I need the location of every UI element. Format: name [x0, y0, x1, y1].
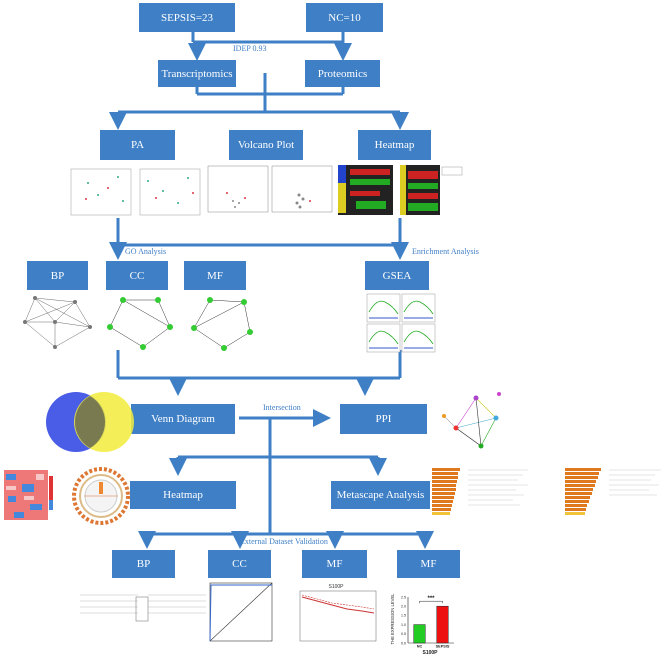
bp-bottom-box: BP: [112, 550, 175, 578]
pa-box: PA: [100, 130, 175, 160]
gsea-box: GSEA: [365, 261, 429, 290]
cc-top-box: CC: [106, 261, 168, 290]
heatmap-top-box: Heatmap: [358, 130, 431, 160]
expression-bar-chart: THE EXPRESSION LEVEL S100P *** 0.0 0.5 1.0…: [390, 593, 454, 656]
pca-plots-figure: [70, 168, 201, 216]
bar-chart-ytick: 1.0: [401, 623, 406, 627]
metascape-bars-figure-2: [565, 468, 661, 515]
idep-label: IDEP 0.93: [233, 44, 267, 53]
cc-bottom-box: CC: [208, 550, 271, 578]
mf-bottom-box-1: MF: [302, 550, 367, 578]
bar-chart-xtick: NC: [417, 645, 423, 649]
volcano-plots-figure: [207, 165, 333, 213]
bp-top-box: BP: [27, 261, 88, 290]
bar-chart-ytick: 1.5: [401, 614, 406, 618]
bar-nc: [413, 624, 426, 644]
heatmap-mid-box: Heatmap: [130, 481, 236, 509]
validation-table-figure: [80, 594, 206, 622]
ppi-box: PPI: [340, 404, 427, 434]
survival-plot-figure: S100P: [299, 584, 377, 642]
metascape-analysis-box: Metascape Analysis: [331, 481, 430, 509]
bar-sepsis: [436, 605, 449, 644]
external-validation-label: External Dataset Validation: [240, 537, 328, 546]
venn-diagram-box: Venn Diagram: [131, 404, 235, 434]
mf-bottom-box-2: MF: [397, 550, 460, 578]
go-bp-network-figure: [23, 296, 92, 349]
intersection-label: Intersection: [263, 403, 301, 412]
connector-go: [116, 218, 402, 247]
volcano-plot-box: Volcano Plot: [229, 130, 303, 160]
sepsis-box: SEPSIS=23: [139, 3, 235, 32]
roc-curve-figure: [209, 582, 273, 642]
connector-intersection: [116, 350, 402, 380]
circos-figure: [72, 467, 130, 525]
go-analysis-label: GO Analysis: [125, 247, 167, 256]
transcriptomics-box: Transcriptomics: [158, 60, 236, 87]
connector-validation: [147, 457, 425, 536]
enrichment-analysis-label: Enrichment Analysis: [412, 247, 479, 256]
go-mf-network-figure: [191, 297, 253, 351]
bar-chart-ytick: 0.5: [401, 632, 406, 636]
bar-chart-ylabel: THE EXPRESSION LEVEL: [390, 593, 395, 645]
nc-box: NC=10: [306, 3, 383, 32]
bar-chart-xtick: SEPSIS: [436, 645, 450, 649]
survival-title: S100P: [328, 584, 344, 590]
bar-chart-ytick: 2.5: [401, 595, 406, 599]
proteomics-box: Proteomics: [305, 60, 380, 87]
bar-chart-ytick: 2.0: [401, 605, 406, 609]
ppi-network-figure: [442, 392, 501, 449]
connector-omics: [195, 73, 345, 112]
bar-chart-xlabel: S100P: [422, 650, 438, 656]
connector-mid: [178, 418, 378, 459]
significance-bracket: [419, 600, 443, 604]
heatmap-mid-figure: [4, 470, 53, 520]
connector-top: [191, 32, 345, 44]
heatmaps-top-figure: [338, 165, 463, 215]
mf-top-box: MF: [184, 261, 246, 290]
gsea-plots-figure: [366, 293, 436, 353]
go-cc-network-figure: [107, 297, 173, 350]
bar-chart-significance: ***: [427, 596, 435, 602]
metascape-bars-figure-1: [432, 468, 528, 515]
bar-chart-ytick: 0.0: [401, 641, 406, 645]
venn-figure: [46, 392, 134, 452]
